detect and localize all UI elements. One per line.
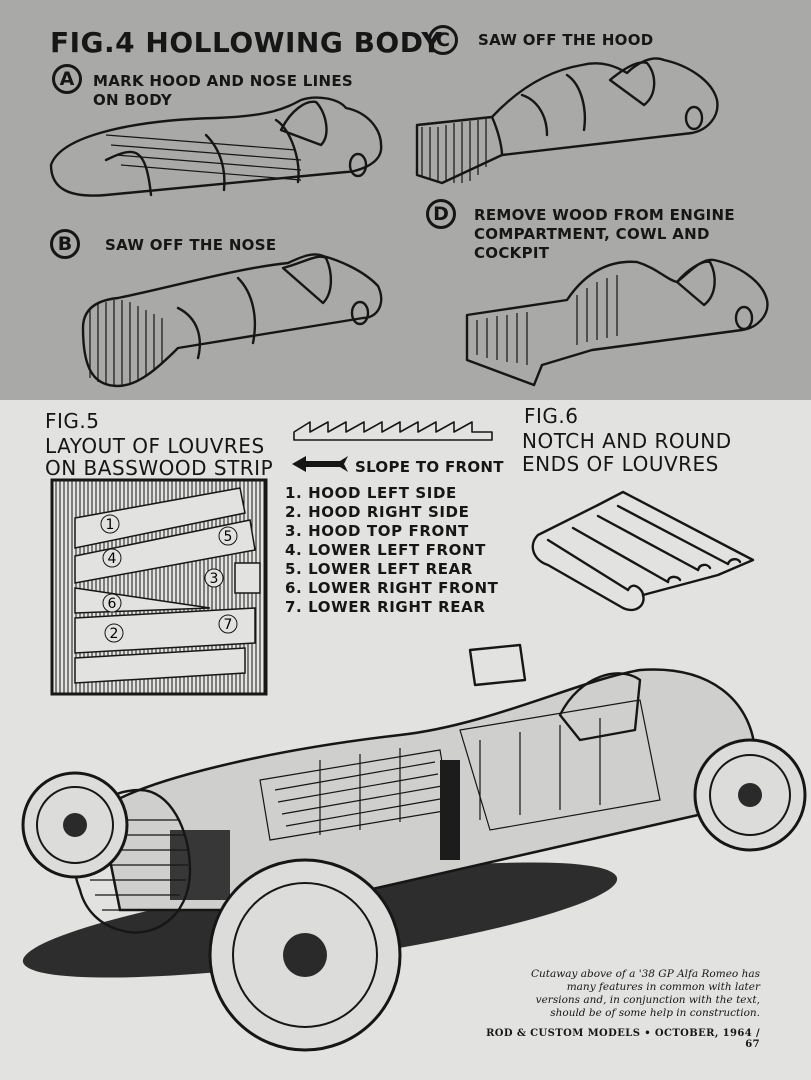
louvre-profile-strip [293, 421, 493, 441]
strip-number: 6 [108, 596, 117, 612]
strip-number: 7 [224, 617, 233, 633]
body-sketch-b [81, 253, 383, 388]
louvre-list: 1. HOOD LEFT SIDE 2. HOOD RIGHT SIDE 3. … [285, 484, 498, 617]
list-item: 6. LOWER RIGHT FRONT [285, 579, 499, 597]
step-a-text: MARK HOOD AND NOSE LINES ON BODY [93, 72, 354, 109]
louvre-detail-drawing [531, 490, 755, 612]
step-b-badge: B [50, 229, 80, 259]
list-item: 7. LOWER RIGHT REAR [285, 598, 486, 616]
step-a-badge: A [52, 64, 82, 94]
strip-number: 4 [108, 551, 117, 567]
fig6-title: FIG.6 [524, 404, 579, 428]
body-sketch-c [415, 57, 719, 185]
list-item: 2. HOOD RIGHT SIDE [285, 503, 470, 521]
strip-number: 3 [210, 571, 219, 587]
step-b-text: SAW OFF THE NOSE [105, 236, 277, 254]
step-d-text: REMOVE WOOD FROM ENGINE COMPARTMENT, COW… [474, 206, 735, 262]
fig6-subtitle-1: NOTCH AND ROUND [522, 429, 732, 453]
list-item: 5. LOWER LEFT REAR [285, 560, 473, 578]
fig5-subtitle-1: LAYOUT OF LOUVRES [45, 434, 265, 458]
fig5-subtitle-2: ON BASSWOOD STRIP [45, 456, 274, 480]
list-item: 4. LOWER LEFT FRONT [285, 541, 486, 559]
step-c-badge: C [428, 25, 458, 55]
page-footer: ROD & CUSTOM MODELS • OCTOBER, 1964 / 67 [486, 1028, 760, 1050]
alfa-romeo-cutaway-illustration [21, 643, 807, 1052]
fig4-title: FIG.4 HOLLOWING BODY [50, 26, 443, 59]
slope-label: SLOPE TO FRONT [355, 458, 504, 476]
fig4-panel [0, 0, 811, 400]
fig5-title: FIG.5 [45, 409, 100, 433]
strip-number: 5 [224, 529, 233, 545]
step-c-text: SAW OFF THE HOOD [478, 31, 654, 49]
strip-number: 1 [106, 517, 115, 533]
strip-number: 2 [110, 626, 119, 642]
illustration-caption: Cutaway above of a '38 GP Alfa Romeo has… [531, 968, 760, 1019]
slope-arrow-icon [292, 456, 348, 472]
fig6-subtitle-2: ENDS OF LOUVRES [522, 452, 719, 476]
body-sketch-d [465, 258, 769, 387]
step-d-badge: D [426, 199, 456, 229]
body-sketch-a [49, 96, 383, 197]
list-item: 3. HOOD TOP FRONT [285, 522, 469, 540]
list-item: 1. HOOD LEFT SIDE [285, 484, 457, 502]
basswood-strip-layout: 1 4 5 3 6 7 2 [50, 478, 268, 696]
